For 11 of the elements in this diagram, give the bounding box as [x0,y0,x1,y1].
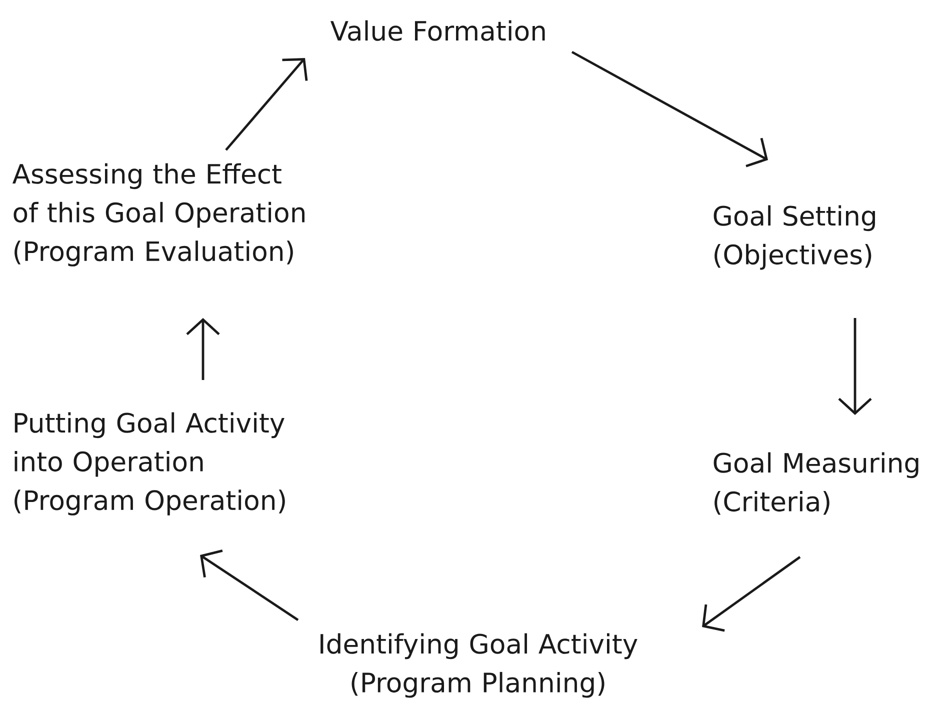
step-label: Putting Goal Activity into Operation (Program Operation) [14,412,285,516]
step-label: Assessing the Effect of this Goal Operation (Program Evaluation) [12,163,304,266]
arrow [838,318,872,415]
step-label: Identifying Goal Activity (Program Planning) [320,633,638,698]
arrow [225,58,308,151]
arrow [571,50,768,168]
arrow [702,556,801,632]
step-label: Goal Measuring (Criteria) [714,452,918,515]
step-label: Value Formation [330,20,545,41]
arrow [200,550,299,621]
step-label: Goal Setting (Objectives) [714,205,875,270]
